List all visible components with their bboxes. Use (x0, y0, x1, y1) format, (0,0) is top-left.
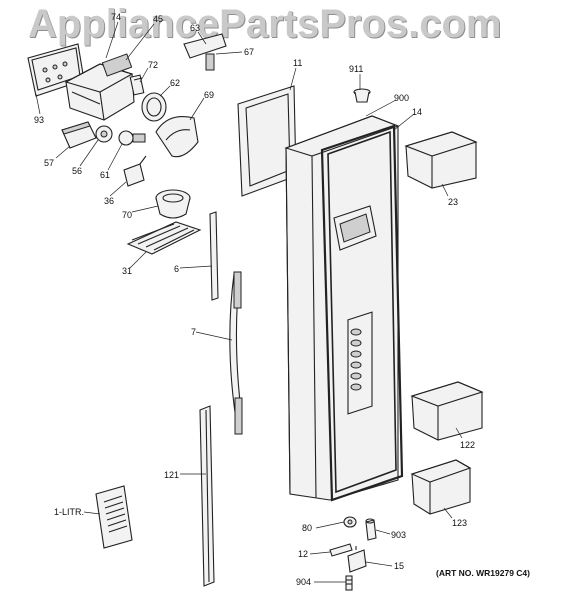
door-control-buttons (350, 328, 362, 391)
callout-911[interactable]: 911 (349, 64, 363, 74)
callout-15[interactable]: 15 (394, 561, 404, 571)
callout-123[interactable]: 123 (452, 518, 467, 528)
part-63-actuator[interactable] (183, 33, 227, 71)
part-69-ice-chute[interactable] (155, 116, 199, 158)
callout-903[interactable]: 903 (391, 530, 406, 540)
part-57-solenoid-box[interactable] (61, 121, 97, 149)
part-62-ring[interactable] (141, 92, 167, 122)
callout-121[interactable]: 121 (164, 470, 179, 480)
callout-900[interactable]: 900 (394, 93, 409, 103)
callout-62[interactable]: 62 (170, 78, 180, 88)
part-61-motor[interactable] (118, 130, 146, 146)
part-12-hinge-pin[interactable] (329, 543, 353, 557)
callout-122[interactable]: 122 (460, 440, 475, 450)
part-121-handle-trim[interactable] (199, 405, 215, 587)
callout-12[interactable]: 12 (298, 549, 308, 559)
part-6-trim-strip[interactable] (209, 211, 219, 301)
callout-61[interactable]: 61 (100, 170, 110, 180)
callout-56[interactable]: 56 (72, 166, 82, 176)
part-23-door-bin-upper[interactable] (404, 131, 478, 189)
leader-lines (35, 21, 463, 583)
part-36-switch[interactable] (123, 155, 147, 187)
part-72-bracket[interactable] (129, 74, 145, 96)
part-911-plug[interactable] (353, 88, 371, 103)
part-900-freezer-door[interactable] (284, 115, 400, 501)
part-904-screw[interactable] (345, 575, 353, 591)
part-56-connector[interactable] (95, 125, 113, 143)
callout-57[interactable]: 57 (44, 158, 54, 168)
part-123-door-bin-lower[interactable] (410, 459, 472, 515)
callout-36[interactable]: 36 (104, 196, 114, 206)
part-80-bushing[interactable] (343, 516, 357, 528)
callout-14[interactable]: 14 (412, 107, 422, 117)
callout-23[interactable]: 23 (448, 197, 458, 207)
callout-6[interactable]: 6 (174, 264, 179, 274)
part-31-drip-grille[interactable] (126, 221, 202, 255)
part-903-pin[interactable] (365, 518, 377, 541)
callout-1-litr[interactable]: 1-LITR. (54, 507, 84, 517)
callout-63[interactable]: 63 (190, 23, 200, 33)
callout-69[interactable]: 69 (204, 90, 214, 100)
callout-93[interactable]: 93 (34, 115, 44, 125)
callout-31[interactable]: 31 (122, 266, 132, 276)
part-70-cup[interactable] (155, 189, 191, 219)
part-1-litr-literature[interactable] (95, 485, 133, 549)
callout-labels: 74 45 63 67 72 62 93 69 57 56 61 36 70 3… (34, 12, 530, 587)
callout-67[interactable]: 67 (244, 47, 254, 57)
callout-80[interactable]: 80 (302, 523, 312, 533)
part-122-door-bin-middle[interactable] (410, 381, 484, 441)
part-74-dispenser-housing[interactable] (64, 53, 135, 121)
part-15-lower-hinge[interactable] (347, 546, 367, 573)
part-7-door-handle[interactable] (229, 271, 243, 435)
callout-904[interactable]: 904 (296, 577, 311, 587)
callout-70[interactable]: 70 (122, 210, 132, 220)
art-number: (ART NO. WR19279 C4) (436, 568, 530, 578)
part-14-door-gasket[interactable] (320, 124, 404, 502)
door-dispenser-recess (333, 205, 377, 415)
callout-45[interactable]: 45 (153, 14, 163, 24)
callout-74[interactable]: 74 (111, 12, 121, 22)
watermark-logo: AppliancePartsPros.com (28, 2, 502, 46)
callout-11[interactable]: 11 (293, 58, 302, 68)
callout-7[interactable]: 7 (191, 327, 196, 337)
callout-72[interactable]: 72 (148, 60, 158, 70)
